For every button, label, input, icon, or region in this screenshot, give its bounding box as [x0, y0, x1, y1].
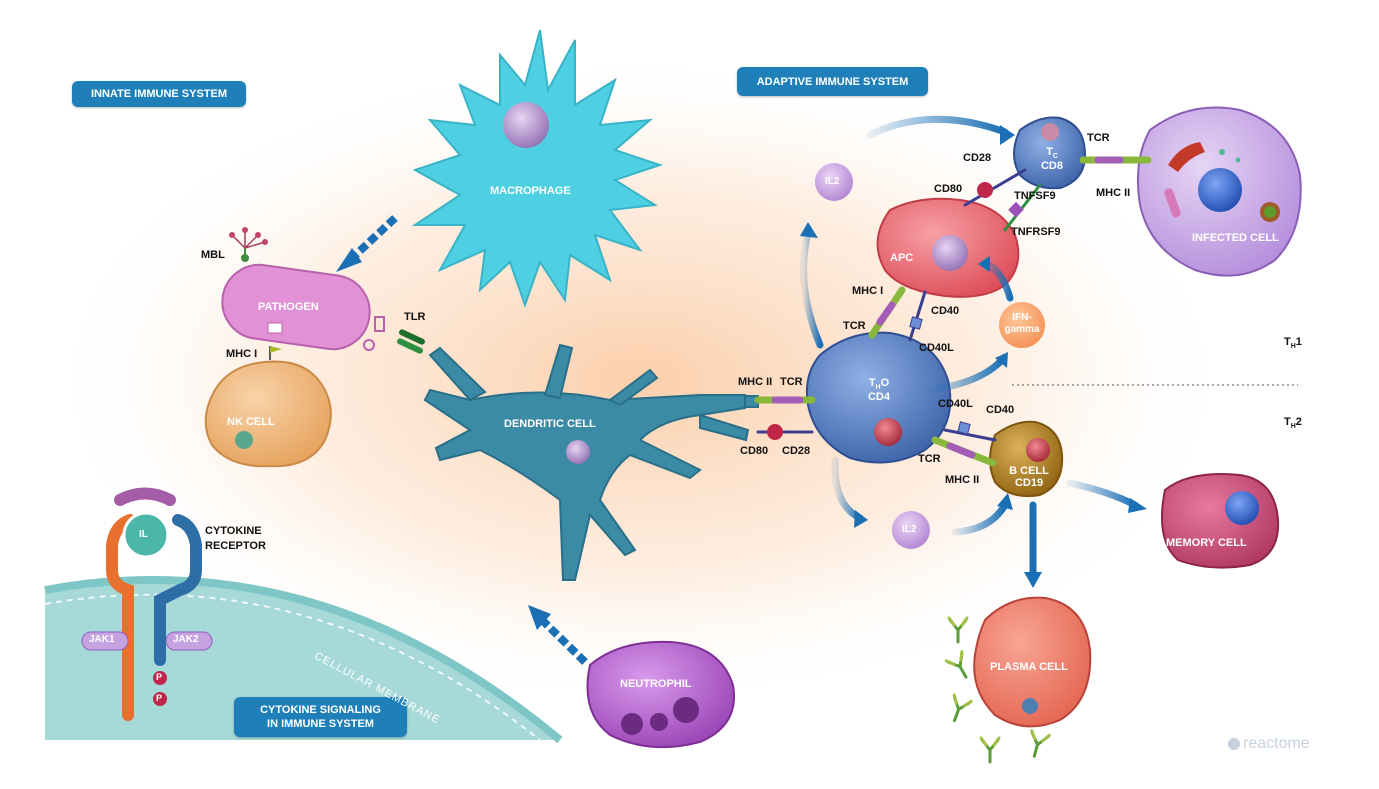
cytokine-signaling-line2: IN IMMUNE SYSTEM: [267, 718, 374, 730]
dashed-arrow-macrophage: [336, 215, 398, 272]
th2-sub: H: [1290, 423, 1296, 431]
cytokine-receptor-shape: [81, 487, 213, 721]
tc-cell-cd8: CD8: [1040, 160, 1063, 173]
th-cell-o: O: [880, 377, 890, 389]
cytokine-receptor-label: CYTOKINE RECEPTOR: [205, 524, 266, 554]
infected-cell-label: INFECTED CELL: [1192, 232, 1279, 244]
cd80-dc-label: CD80: [740, 445, 769, 457]
tc-cell-label: TC CD8: [1030, 146, 1074, 172]
dendritic-cell-nucleus: [566, 440, 590, 464]
th2-label: TH2: [1284, 416, 1302, 430]
ifn-line1: IFN-: [1012, 312, 1032, 323]
th-cell-shape: [805, 331, 952, 464]
nk-cell-label: NK CELL: [227, 416, 275, 428]
th2-num: 2: [1295, 416, 1302, 428]
mhc2-inf-label: MHC II: [1096, 187, 1131, 199]
cytokine-receptor-line1: CYTOKINE: [205, 525, 262, 537]
cd28-tc-label: CD28: [963, 152, 992, 164]
plasma-cell-shape: [973, 596, 1092, 728]
ifn-gamma-label: IFN- gamma: [1002, 312, 1042, 336]
plasma-cell-label: PLASMA CELL: [990, 661, 1068, 673]
tcr-apc-label: TCR: [843, 320, 866, 332]
reactome-logo: reactome: [1228, 735, 1310, 753]
ifn-line2: gamma: [1004, 324, 1040, 335]
apc-label: APC: [890, 252, 914, 264]
cd40l-apc-label: CD40L: [919, 342, 954, 354]
synapse-connectors: [754, 156, 1152, 467]
neutrophil-label: NEUTROPHIL: [620, 678, 692, 690]
phosphate-2-label: P: [156, 693, 163, 703]
cd40-apc-label: CD40: [931, 305, 960, 317]
phosphate-1-label: P: [156, 672, 163, 682]
neutrophil-shape: [586, 640, 735, 749]
il2-bottom-circle: [892, 511, 930, 549]
th1-num: 1: [1295, 336, 1302, 348]
b-cell-line2: CD19: [1014, 477, 1044, 489]
reactome-logo-mark: [1228, 737, 1240, 750]
memory-cell-label: MEMORY CELL: [1166, 537, 1247, 549]
tlr-receptor: [397, 329, 425, 354]
b-cell-line1: B CELL: [1009, 465, 1049, 477]
th2-base: T: [1284, 416, 1291, 428]
b-cell-shape: [989, 420, 1064, 498]
b-cell-label: B CELL CD19: [1001, 465, 1057, 489]
cd28-dc-label: CD28: [782, 445, 811, 457]
pathogen-label: PATHOGEN: [258, 301, 319, 313]
th-cell-base: T: [868, 377, 876, 389]
macrophage-shape: [411, 29, 664, 309]
jak2-label: JAK2: [173, 634, 199, 645]
tcr-dc-label: TCR: [780, 376, 803, 388]
il2-bottom-label: IL2: [902, 524, 917, 535]
jak1-label: JAK1: [89, 634, 115, 645]
antibodies: [944, 616, 1051, 764]
tcr-b-label: TCR: [918, 453, 941, 465]
dendritic-cell-label: DENDRITIC CELL: [504, 418, 596, 430]
th-cell-cd4: CD4: [867, 391, 890, 404]
tnfsf9-label: TNFSF9: [1014, 190, 1056, 202]
tnfrsf9-label: TNFRSF9: [1011, 226, 1061, 238]
il2-top-label: IL2: [825, 176, 840, 187]
cytokine-signaling-line1: CYTOKINE SIGNALING: [260, 704, 381, 716]
th1-label: TH1: [1284, 336, 1302, 350]
tcr-tc-label: TCR: [1087, 132, 1110, 144]
cd80-tc-label: CD80: [934, 183, 963, 195]
tc-cell-sub: C: [1052, 153, 1058, 161]
tlr-label: TLR: [404, 311, 426, 323]
dashed-arrow-neutrophil: [528, 605, 588, 665]
infected-cell-shape: [1137, 106, 1302, 277]
th1-sub: H: [1290, 343, 1296, 351]
il2-top-circle: [815, 163, 853, 201]
mbl-label: MBL: [201, 249, 225, 261]
cd40-b-label: CD40: [986, 404, 1015, 416]
memory-cell-shape: [1161, 473, 1280, 569]
mhc1-nk-label: MHC I: [226, 348, 258, 360]
cd40l-b-label: CD40L: [938, 398, 973, 410]
th1-base: T: [1284, 336, 1291, 348]
mhc2-dc-label: MHC II: [738, 376, 773, 388]
cytokine-signaling-pill: CYTOKINE SIGNALING IN IMMUNE SYSTEM: [234, 697, 407, 737]
innate-immune-system-pill: INNATE IMMUNE SYSTEM: [72, 81, 246, 107]
ifn-gamma-circle: [999, 302, 1045, 348]
tc-cell-base: T: [1046, 146, 1053, 158]
macrophage-label: MACROPHAGE: [490, 185, 571, 197]
il-label: IL: [139, 529, 148, 540]
signal-arrows: [800, 115, 1147, 588]
th-cell-label: THO CD4: [857, 377, 901, 403]
mhc2-b-label: MHC II: [945, 474, 980, 486]
dendritic-cell-shape: [423, 343, 759, 581]
cytokine-receptor-line2: RECEPTOR: [205, 540, 266, 552]
adaptive-immune-system-pill: ADAPTIVE IMMUNE SYSTEM: [737, 67, 928, 96]
th-cell-sub: H: [875, 384, 881, 392]
apc-shape: [876, 197, 1020, 298]
mhc1-apc-label: MHC I: [852, 285, 884, 297]
nk-cell-shape: [204, 346, 332, 468]
tc-cell-shape: [1013, 116, 1087, 190]
reactome-logo-text: reactome: [1243, 735, 1310, 752]
pathogen-shape: [221, 227, 385, 351]
